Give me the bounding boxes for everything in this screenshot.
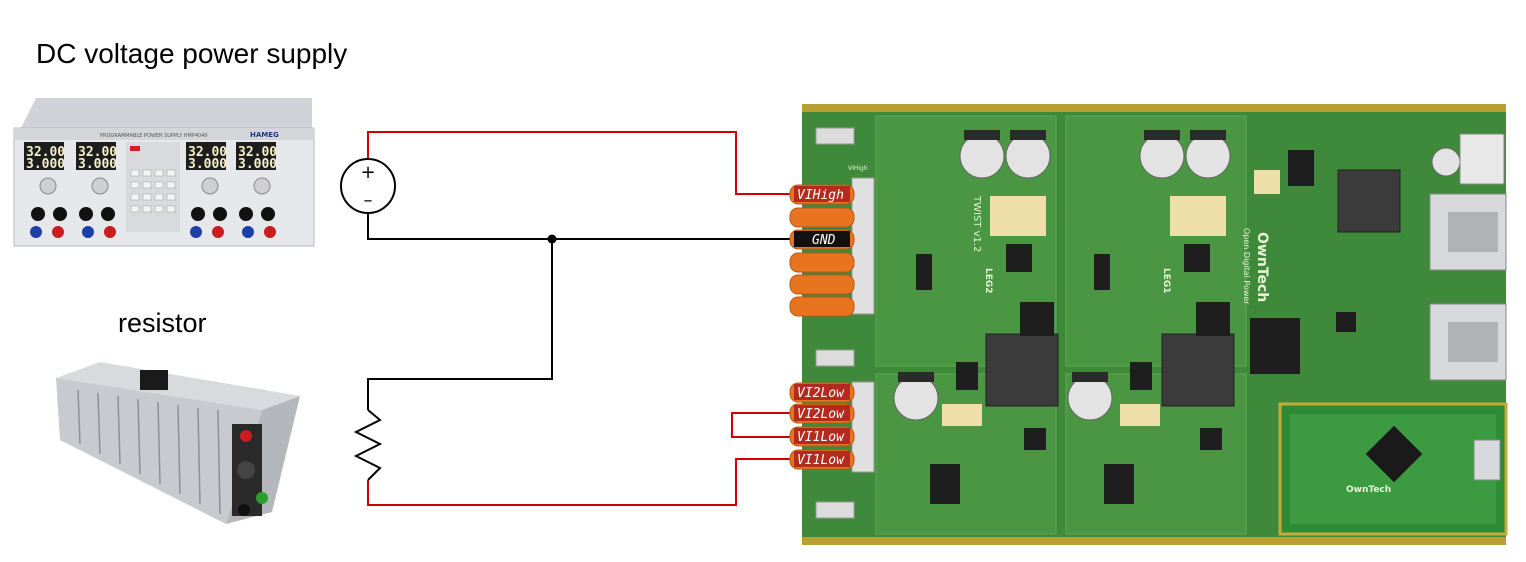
power-supply-label: DC voltage power supply [36,38,348,69]
wire-vi2-vi1-link [731,412,796,438]
vi2low-tag-b [794,405,850,421]
resistor-image [56,362,300,524]
board-brand: OwnTech [1254,232,1270,302]
power-supply-image: PROGRAMMABLE POWER SUPPLY HMP4040 HAMEG … [13,98,315,247]
vi1low-label-b: VI1Low [797,453,845,468]
psu-model-text: PROGRAMMABLE POWER SUPPLY HMP4040 [100,133,208,139]
gnd-tag [794,231,850,247]
leg2-label: LEG2 [983,268,993,294]
vi2low-label-b: VI2Low [797,407,845,422]
psu-display-4: 32.00 3.000 [236,142,277,172]
svg-text:32.00: 32.00 [26,145,65,160]
svg-text:32.00: 32.00 [78,145,117,160]
psu-display-1: 32.00 3.000 [24,142,65,172]
vi1low-tag-a [794,428,850,444]
vihigh-label: VIHigh [797,188,844,203]
vi2low-label-a: VI2Low [797,386,845,401]
resistor-label: resistor [118,308,207,338]
board-version: TWIST v1.2 [971,195,982,252]
board-tagline: Open Digital Power [1242,228,1251,305]
resistor-symbol [353,409,383,481]
mcu-brand: OwnTech [1346,485,1391,495]
psu-display-2: 32.00 3.000 [76,142,117,172]
psu-brand: HAMEG [250,131,279,139]
leg1-label: LEG1 [1161,268,1171,294]
gnd-label: GND [812,233,836,248]
vihigh-tag [794,186,850,202]
pcb-board: OwnTech OwnTech Open Digital Power TWIST… [802,104,1508,545]
connector-plugs: VIHigh GND VI2Low VI2Low VI1Low VI1Low [789,184,855,470]
wire-junction-to-resistor [367,239,553,410]
vi2low-tag-a [794,384,850,400]
svg-text:3.000: 3.000 [188,157,227,172]
svg-text:3.000: 3.000 [78,157,117,172]
wire-gnd [367,212,796,240]
svg-text:32.00: 32.00 [238,145,277,160]
svg-text:3.000: 3.000 [238,157,277,172]
junction-dot [547,234,557,244]
wire-vihigh [367,131,796,195]
voltage-source-symbol: + – [340,158,396,214]
minus-sign: – [364,190,373,211]
silk-vihigh: VIHigh [848,165,868,172]
wire-resistor-bottom [367,458,796,506]
psu-display-3: 32.00 3.000 [186,142,227,172]
vi1low-label-a: VI1Low [797,430,845,445]
svg-text:3.000: 3.000 [26,157,65,172]
wires [367,131,796,506]
vi1low-tag-b [794,451,850,467]
plus-sign: + [360,162,375,183]
svg-text:32.00: 32.00 [188,145,227,160]
